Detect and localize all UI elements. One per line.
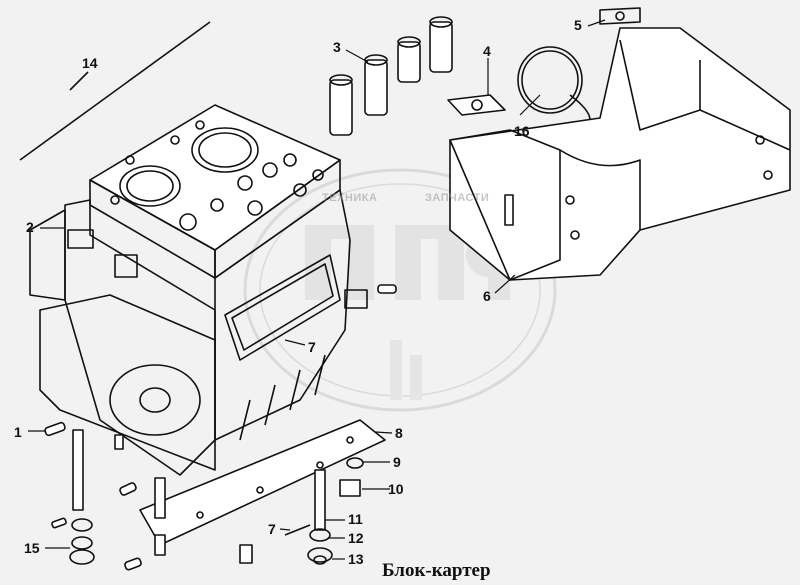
callout-3: 3	[333, 39, 341, 55]
leader-lines	[28, 19, 606, 560]
cylinder-block	[29, 104, 368, 476]
callout-7-upper: 7	[308, 339, 316, 355]
callout-5: 5	[574, 17, 582, 33]
callout-line-14	[19, 21, 211, 161]
watermark-text-right: ЗАПЧАСТИ	[425, 192, 490, 204]
callout-16: 16	[514, 123, 530, 139]
retaining-rings	[517, 46, 591, 121]
callout-9: 9	[393, 454, 401, 470]
watermark-text-left: ТЕХНИКА	[322, 192, 378, 204]
callout-7-lower: 7	[268, 521, 276, 537]
callout-11: 11	[348, 511, 363, 527]
callout-12: 12	[348, 530, 364, 546]
callout-6: 6	[483, 288, 491, 304]
callout-1: 1	[14, 424, 22, 440]
diagram-title: Блок-картер	[382, 560, 491, 581]
callout-15: 15	[24, 540, 40, 556]
callout-2: 2	[26, 219, 34, 235]
callout-14: 14	[82, 55, 98, 71]
callout-4: 4	[483, 43, 491, 59]
crankcase-frame	[449, 7, 791, 281]
callout-8: 8	[395, 425, 403, 441]
callout-10: 10	[388, 481, 404, 497]
plate-4	[447, 94, 506, 116]
cylinder-liners	[329, 16, 453, 136]
fasteners	[44, 284, 397, 571]
callout-13: 13	[348, 551, 364, 567]
gasket-8	[139, 419, 386, 546]
